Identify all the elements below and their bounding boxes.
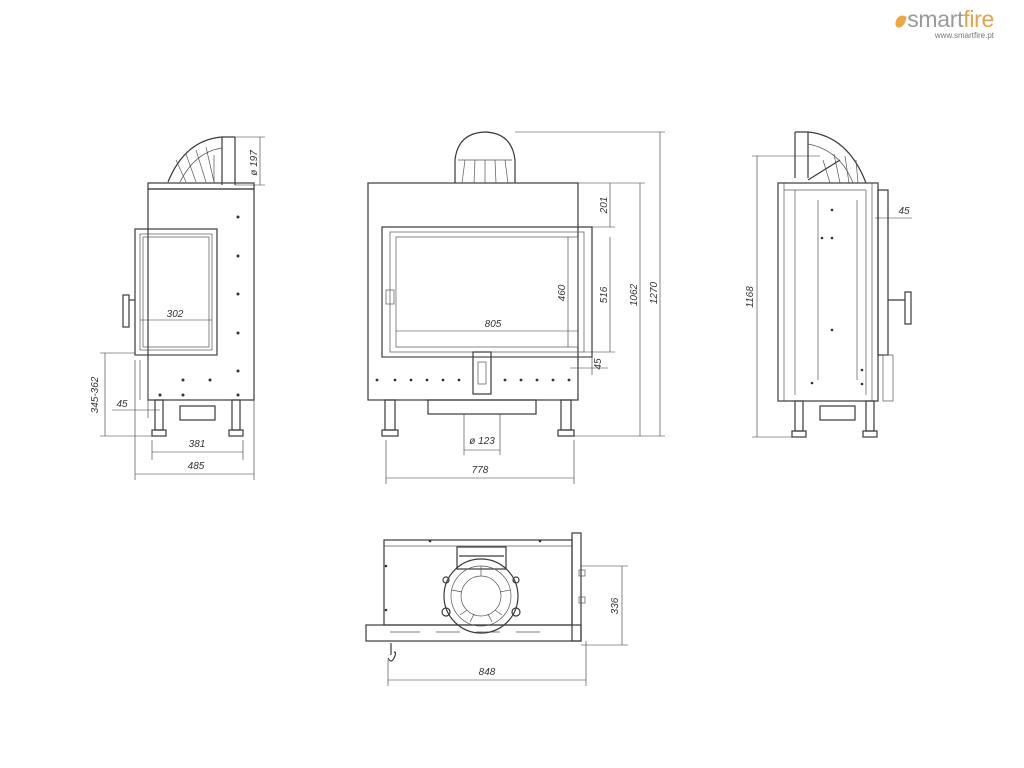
top-flue-ribs xyxy=(451,566,511,623)
dim-front-516: 516 xyxy=(599,286,610,303)
dim-top-336: 336 xyxy=(610,597,621,614)
dim-front-1270: 1270 xyxy=(649,281,660,304)
top-view: 336 848 xyxy=(365,532,628,686)
dim-left-381: 381 xyxy=(189,439,206,450)
side-air-inlet xyxy=(819,405,856,421)
side-flue-collar xyxy=(794,131,809,178)
left-air-inlet xyxy=(179,405,216,421)
side-flue-elbow-inner xyxy=(807,143,854,184)
top-flue-collar xyxy=(456,546,507,570)
left-body xyxy=(147,188,255,401)
front-leg-2 xyxy=(560,399,572,431)
top-body xyxy=(383,539,573,626)
left-handle xyxy=(122,294,130,328)
brand-url: www.smartfire.pt xyxy=(934,31,994,40)
front-view: 201 460 805 516 1062 1270 45 ø 123 778 xyxy=(367,131,665,484)
side-leg-1 xyxy=(794,400,804,432)
side-door-edge xyxy=(877,189,889,356)
left-flue-collar xyxy=(221,136,236,185)
front-handle xyxy=(385,289,395,305)
flame-icon xyxy=(894,13,908,30)
left-flue-elbow-inner xyxy=(179,147,223,183)
side-leg-2 xyxy=(865,400,875,432)
dim-front-diameter: ø 123 xyxy=(469,436,495,447)
side-view: 45 1168 xyxy=(745,131,912,438)
left-door-glass xyxy=(139,233,213,351)
dim-front-1062: 1062 xyxy=(629,283,640,306)
left-leg-1 xyxy=(154,399,164,431)
left-leg-2 xyxy=(231,399,241,431)
dim-front-45: 45 xyxy=(593,358,604,370)
side-flue-elbow-outer xyxy=(807,131,867,184)
front-base-plinth xyxy=(427,399,537,415)
dim-left-45: 45 xyxy=(116,399,128,410)
dim-left-485: 485 xyxy=(188,461,205,472)
dim-front-460: 460 xyxy=(557,284,568,301)
dim-left-302: 302 xyxy=(167,309,184,320)
top-handle xyxy=(387,643,397,662)
left-flue-ribs xyxy=(175,146,215,183)
top-front-plate xyxy=(365,624,582,642)
brand-wordmark: smartfire xyxy=(894,6,994,33)
brand-name-fire: fire xyxy=(963,6,994,32)
front-flue-ribs xyxy=(461,159,509,184)
dim-side-45: 45 xyxy=(898,206,910,217)
front-flue-dome xyxy=(454,131,516,183)
dim-top-848: 848 xyxy=(479,667,496,678)
side-handle xyxy=(904,291,912,325)
brand-logo: smartfire www.smartfire.pt xyxy=(894,6,994,40)
dim-side-1168: 1168 xyxy=(745,286,756,308)
brand-name-smart: smart xyxy=(907,6,964,32)
dim-left-diameter: ø 197 xyxy=(249,150,260,176)
left-flue-elbow-outer xyxy=(167,136,223,183)
top-flue-ring xyxy=(443,558,519,634)
left-door xyxy=(134,228,218,356)
side-flue-ribs xyxy=(822,153,859,184)
left-view: ø 197 302 345-362 45 381 485 xyxy=(90,136,265,480)
left-top-cap xyxy=(147,182,255,190)
dim-front-778: 778 xyxy=(472,465,489,476)
dim-left-345-362: 345-362 xyxy=(90,376,101,413)
dim-front-805: 805 xyxy=(485,319,502,330)
front-door-glass xyxy=(395,236,579,348)
front-air-regulator xyxy=(472,351,492,395)
side-body xyxy=(777,182,879,402)
front-leg-1 xyxy=(384,399,396,431)
dim-front-201: 201 xyxy=(599,197,610,215)
